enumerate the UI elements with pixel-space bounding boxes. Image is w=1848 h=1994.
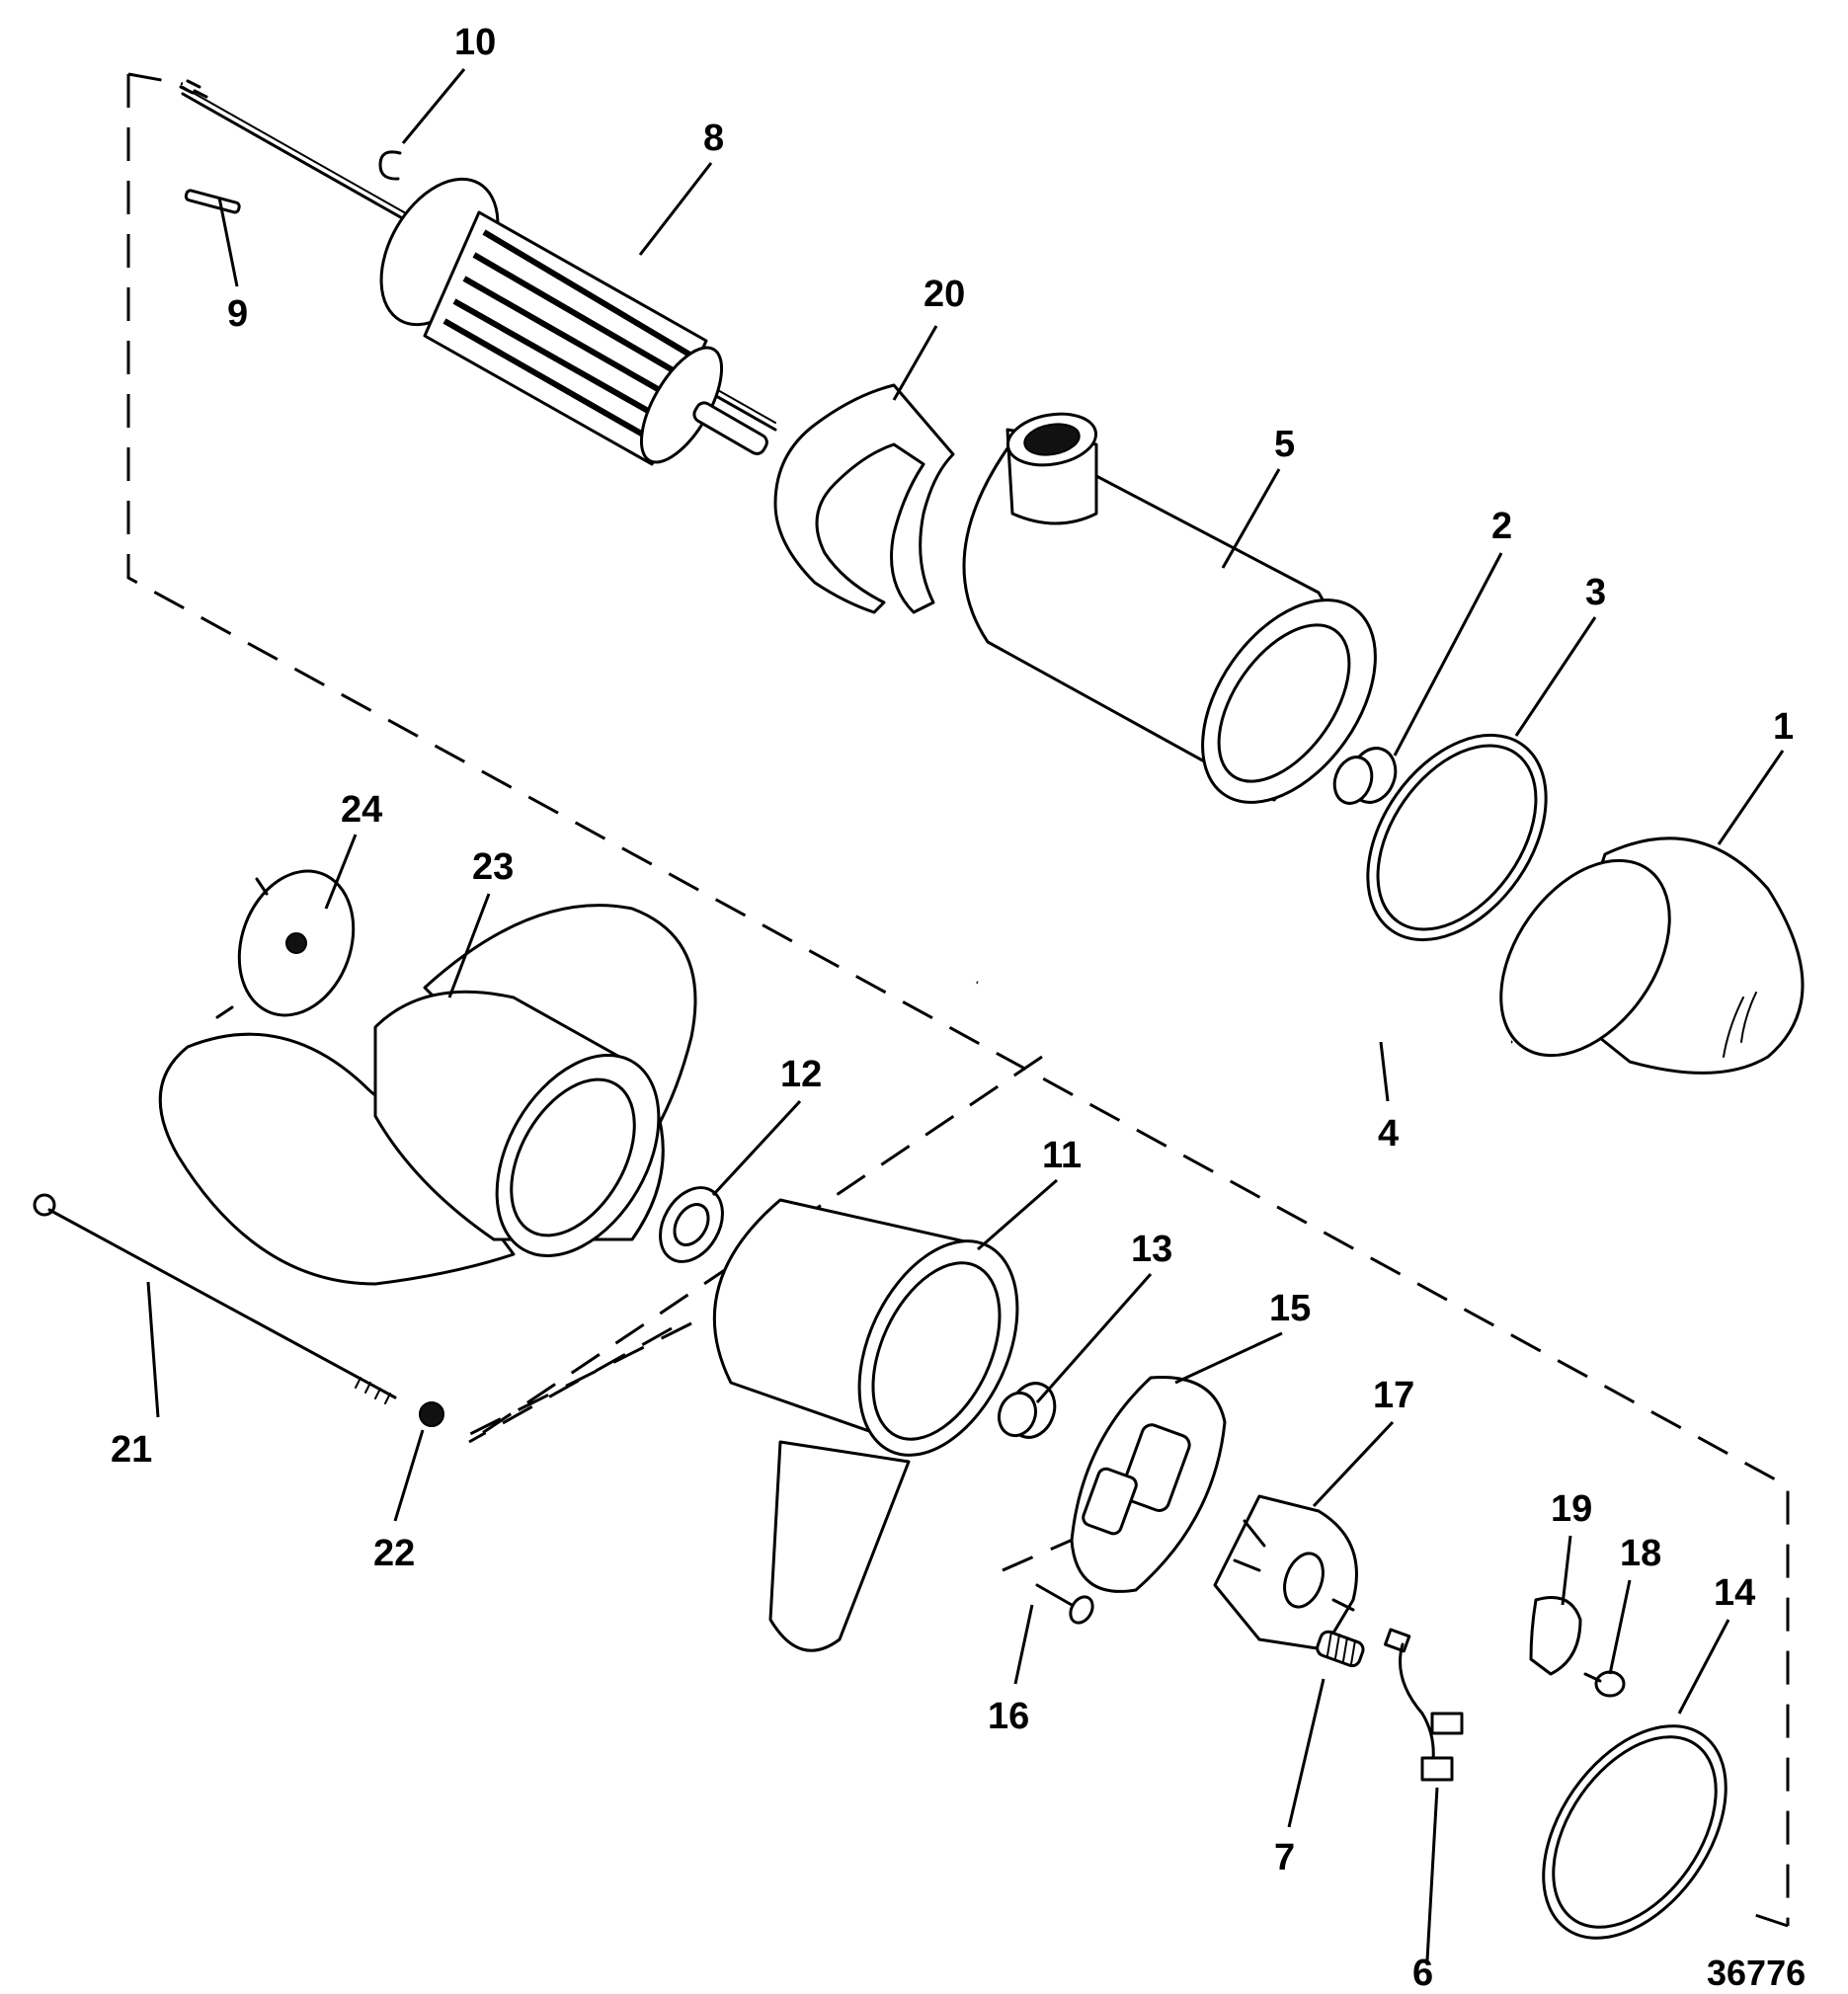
leader-lines: [146, 68, 1785, 1961]
callout-24: 24: [341, 789, 382, 831]
callout-9: 9: [227, 293, 248, 335]
part-brush-lead: [1384, 1628, 1464, 1782]
part-brush-holder: [1213, 1494, 1358, 1651]
callout-13: 13: [1131, 1229, 1172, 1270]
part-thrust-hub: [215, 869, 356, 1019]
part-through-bolt: [33, 1193, 397, 1404]
part-washer: [659, 1186, 724, 1263]
callout-8: 8: [703, 118, 724, 159]
part-end-plate: [1070, 1376, 1227, 1593]
part-tube: [976, 981, 1513, 1044]
part-bracket: [773, 383, 955, 614]
callout-22: 22: [373, 1533, 415, 1574]
callout-17: 17: [1373, 1375, 1414, 1416]
callout-7: 7: [1274, 1837, 1295, 1878]
callout-1: 1: [1773, 706, 1794, 748]
callout-6: 6: [1412, 1953, 1433, 1994]
callout-18: 18: [1620, 1533, 1661, 1574]
part-propeller: [158, 904, 697, 1286]
callout-3: 3: [1585, 572, 1606, 613]
part-screw: [1035, 1583, 1094, 1625]
part-key: [184, 189, 241, 214]
callout-12: 12: [780, 1054, 822, 1095]
callout-20: 20: [924, 274, 965, 315]
callout-11: 11: [1042, 1135, 1082, 1176]
callout-21: 21: [111, 1429, 152, 1471]
figure-number: 36776: [1707, 1953, 1806, 1993]
callout-14: 14: [1714, 1572, 1755, 1614]
callout-2: 2: [1491, 506, 1512, 547]
assembly-boundary: [126, 72, 1790, 1928]
part-end-ring: [1542, 1724, 1727, 1940]
part-nose-cone: [1499, 837, 1805, 1075]
callout-19: 19: [1551, 1488, 1592, 1530]
part-motor-housing: [962, 412, 1377, 804]
callout-10: 10: [454, 22, 496, 63]
callout-4: 4: [1378, 1113, 1399, 1155]
part-retainer-clip: [1529, 1596, 1582, 1676]
part-spring: [1316, 1630, 1365, 1668]
callout-23: 23: [472, 846, 514, 888]
callout-5: 5: [1274, 424, 1295, 465]
part-lower-housing: [712, 1198, 1019, 1652]
assembly-boundary-lower: [463, 1321, 1083, 1572]
callout-16: 16: [988, 1696, 1029, 1737]
part-small-screw: [1583, 1670, 1626, 1698]
part-clip: [378, 150, 402, 181]
callout-15: 15: [1269, 1288, 1311, 1329]
part-o-ring: [1366, 733, 1548, 942]
part-armature: [179, 79, 777, 466]
part-tube-inner: [977, 981, 1512, 1044]
part-bushing: [1332, 747, 1398, 805]
part-nut: [419, 1401, 444, 1427]
